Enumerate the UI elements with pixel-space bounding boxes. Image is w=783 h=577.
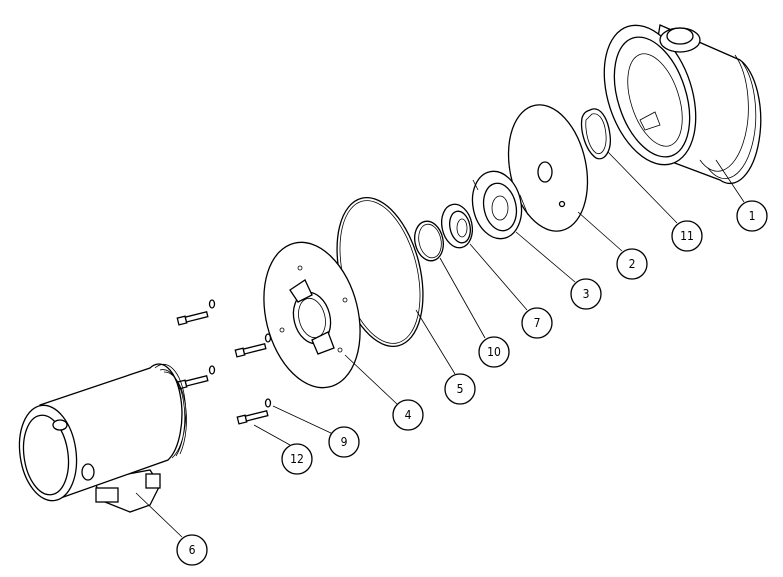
- callout-12: 12: [281, 443, 313, 475]
- svg-text:6: 6: [189, 543, 196, 557]
- svg-text:3: 3: [583, 287, 590, 301]
- callout-10: 10: [478, 336, 510, 368]
- callout-6: 6: [176, 534, 208, 566]
- leader-lines: [135, 151, 745, 538]
- svg-text:1: 1: [749, 209, 756, 223]
- svg-text:12: 12: [290, 452, 304, 466]
- callout-4: 4: [392, 399, 424, 431]
- pump-housing-part: [603, 24, 762, 185]
- mechanical-seal-part: [440, 203, 474, 249]
- callout-11: 11: [671, 220, 703, 252]
- svg-text:7: 7: [534, 316, 541, 330]
- svg-text:11: 11: [680, 229, 694, 243]
- callout-1: 1: [736, 200, 768, 232]
- impeller-part: [471, 170, 529, 240]
- small-o-ring-part: [414, 220, 444, 262]
- svg-text:5: 5: [457, 382, 464, 396]
- plate-part: [507, 104, 589, 232]
- adapter-plate-part: [263, 241, 361, 389]
- svg-text:2: 2: [629, 257, 636, 271]
- callout-5: 5: [444, 373, 476, 405]
- svg-text:10: 10: [487, 345, 501, 359]
- callout-3: 3: [570, 278, 602, 310]
- bolts-and-washers: [176, 299, 272, 425]
- callout-7: 7: [521, 307, 553, 339]
- motor-part: [18, 363, 187, 513]
- callout-2: 2: [616, 248, 648, 280]
- callout-9: 9: [328, 426, 360, 458]
- svg-text:4: 4: [405, 408, 412, 422]
- svg-text:9: 9: [341, 435, 348, 449]
- gasket-part: [580, 108, 611, 160]
